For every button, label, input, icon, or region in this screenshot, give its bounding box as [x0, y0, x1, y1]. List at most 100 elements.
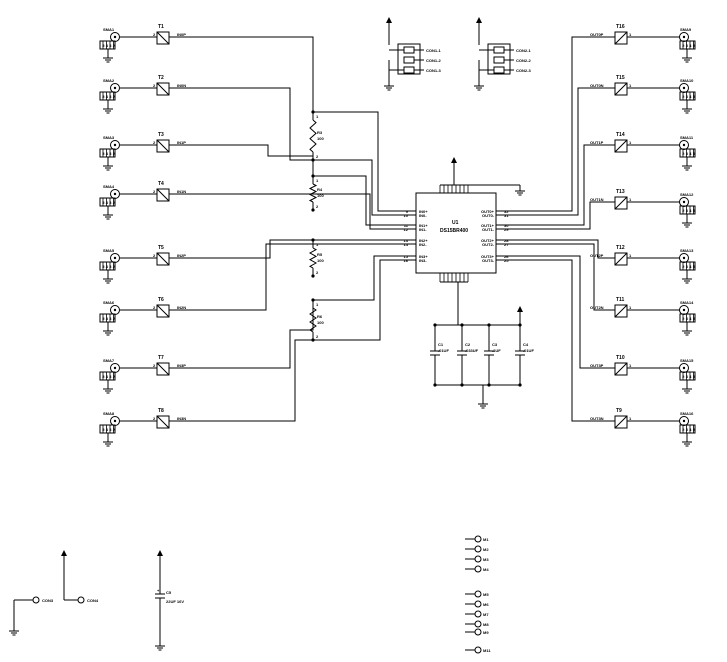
capacitor-ref: C1: [438, 342, 444, 347]
sma-pin-number: 3: [109, 43, 112, 48]
test-point: T4: [156, 181, 170, 202]
ground-symbol: [103, 273, 113, 284]
sma-pin-number: 2: [113, 94, 116, 99]
sma-pin-number: 3: [686, 43, 689, 48]
sma-pin-number: 5: [102, 427, 105, 432]
test-point: T9: [614, 408, 628, 429]
test-point-label: T5: [158, 245, 164, 251]
resistor-value: 100: [317, 258, 324, 263]
sma-label: SMA16: [680, 411, 694, 416]
resistor-pin-number: 2: [316, 334, 319, 339]
ground-symbol: [682, 52, 692, 63]
sma-pin-number: 5: [102, 200, 105, 205]
junction-dot: [311, 208, 315, 212]
terminal: [32, 596, 40, 604]
test-point-label: T8: [158, 408, 164, 414]
test-point-pin: 2: [153, 305, 156, 310]
ic-pin-name: IN3+: [419, 254, 428, 259]
ground-symbol: [682, 103, 692, 114]
sma-pin-number: 4: [106, 316, 109, 321]
sma-pin-number: 4: [106, 200, 109, 205]
power-arrow: [157, 550, 163, 556]
ic-pin-name: IN3-: [419, 258, 427, 263]
sma-pin-number: 2: [113, 264, 116, 269]
sma-pin-number: 3: [109, 94, 112, 99]
capacitor: C2.033UF: [457, 323, 479, 387]
capacitor-ref: C2: [465, 342, 471, 347]
sma-pin-number: 3: [109, 427, 112, 432]
test-point: T3: [156, 132, 170, 153]
ground-symbol: [384, 80, 394, 91]
ic-pin-name: OUT2-: [482, 242, 495, 247]
sma-label: SMA12: [680, 192, 694, 197]
sma-label: SMA13: [680, 248, 694, 253]
sma-pin-number: 3: [109, 264, 112, 269]
resistor-pin-number: 2: [316, 154, 319, 159]
junction-dot: [518, 383, 522, 387]
test-point-pin: 2: [153, 140, 156, 145]
test-point: T12: [614, 245, 628, 266]
power-arrow: [517, 306, 523, 312]
power-arrow: [451, 157, 457, 163]
test-point-label: T2: [158, 75, 164, 81]
mounting-hole: M7: [465, 610, 489, 618]
sma-pin-number: 2: [113, 374, 116, 379]
sma-pin-number: 4: [106, 94, 109, 99]
ground-symbol: [682, 160, 692, 171]
ic-pin-name: IN2+: [419, 238, 428, 243]
test-point: T2: [156, 75, 170, 96]
test-point-label: T6: [158, 297, 164, 303]
test-point-pin: 2: [153, 416, 156, 421]
junction-dot: [460, 383, 464, 387]
c5-value: 22UF 16V: [166, 599, 184, 604]
sma-label: SMA10: [680, 78, 694, 83]
resistor-value: 100: [317, 320, 324, 325]
sma-pin-number: 4: [106, 151, 109, 156]
sma-pin-number: 5: [102, 43, 105, 48]
ic-pin-name: IN1+: [419, 223, 428, 228]
ground-symbol: [682, 325, 692, 336]
junction-dot: [487, 323, 491, 327]
net-label: OUT0P: [590, 32, 604, 37]
power-arrow: [476, 17, 482, 23]
mounting-hole: M5: [465, 590, 489, 598]
net-label: OUT0N: [590, 83, 604, 88]
capacitor-value: .01UF: [438, 348, 449, 353]
capacitor: C1.01UF: [430, 323, 449, 387]
sma-pin-number: 3: [686, 208, 689, 213]
ic-pin-number: 16: [404, 258, 409, 263]
resistor-value: 100: [317, 136, 324, 141]
net-label: IN1P: [177, 140, 186, 145]
ground-symbol: [682, 383, 692, 394]
mounting-hole-label: M6: [483, 602, 489, 607]
ground-symbol: [682, 273, 692, 284]
resistor-ref: R5: [317, 252, 323, 257]
test-point: T10: [614, 355, 628, 376]
capacitor-value: .01UF: [523, 348, 534, 353]
sma-pin-number: 5: [102, 264, 105, 269]
mounting-hole: M9: [465, 628, 489, 636]
resistor-ref: R6: [317, 314, 323, 319]
test-point: T6: [156, 297, 170, 318]
mounting-hole-label: M3: [483, 557, 489, 562]
ic-pin-name: OUT0+: [481, 209, 495, 214]
ground-symbol: [682, 436, 692, 447]
sma-pin-number: 4: [689, 208, 692, 213]
test-point-label: T14: [616, 132, 625, 138]
test-point-pin: 1: [629, 197, 632, 202]
capacitor-ref: C4: [523, 342, 529, 347]
